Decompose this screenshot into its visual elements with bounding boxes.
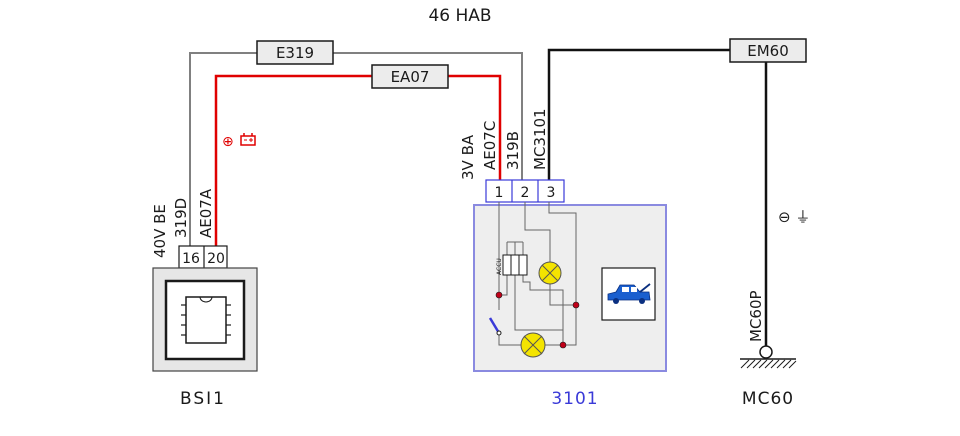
connector-em60-label: EM60: [747, 42, 789, 60]
supply-battery-icon: ⊕: [222, 133, 256, 150]
lamp-icon: [520, 332, 546, 358]
wire-319: [189, 52, 523, 246]
wire-319b-label: 319B: [504, 131, 522, 170]
connector-e319-label: E319: [276, 44, 314, 62]
connector-e319: E319: [256, 40, 334, 65]
diagram-title: 46 HAB: [428, 6, 491, 26]
ground-hatch: [740, 359, 797, 369]
component-connector-label: 3V BA: [459, 134, 477, 180]
ground-symbol-icon: ⊖ ⏚: [778, 208, 810, 226]
bsi-wire-labels: 40V BE 319D AE07A: [151, 188, 215, 258]
component-name: 3101: [551, 389, 598, 409]
connector-ea07-label: EA07: [391, 68, 430, 86]
bsi-chip-icon: [181, 296, 231, 344]
plus-icon: ⊕: [222, 134, 234, 150]
bsi-module: 16 20 BSI1: [152, 245, 258, 409]
ground-point-label: MC60P: [747, 290, 765, 342]
component-pin-3: 3: [547, 185, 556, 201]
switch-icon: [488, 317, 502, 336]
ground-name: MC60: [742, 389, 794, 409]
wire-ae07c-label: AE07C: [481, 121, 499, 170]
bsi-pin-16: 16: [182, 251, 200, 267]
bsi-pin-20: 20: [207, 251, 225, 267]
wire-ae07a-label: AE07A: [197, 188, 215, 238]
component-pin-1: 1: [495, 185, 504, 201]
car-hood-open-icon: [601, 267, 656, 321]
wire-mc3101-label: MC3101: [531, 108, 549, 170]
wire-mc3101: [547, 48, 768, 352]
component-pin-2: 2: [521, 185, 530, 201]
bsi-connector-label: 40V BE: [151, 204, 169, 258]
connector-ea07: EA07: [371, 64, 449, 89]
component-wire-labels: 3V BA AE07C 319B MC3101: [459, 108, 549, 180]
accu-label: ACCU: [496, 258, 503, 275]
resistor-icon: [502, 254, 528, 276]
connector-em60: EM60: [729, 38, 807, 63]
wire-ae07: [214, 74, 502, 246]
bsi-name: BSI1: [180, 389, 226, 409]
wire-319d-label: 319D: [172, 198, 190, 238]
ground-mc60: ⊖ ⏚ MC60P MC60: [740, 208, 810, 409]
component-3101: 1 2 3: [473, 179, 667, 409]
lamp-icon: [538, 261, 562, 285]
junction-dots: [495, 291, 580, 349]
internal-wiring: [498, 202, 577, 346]
